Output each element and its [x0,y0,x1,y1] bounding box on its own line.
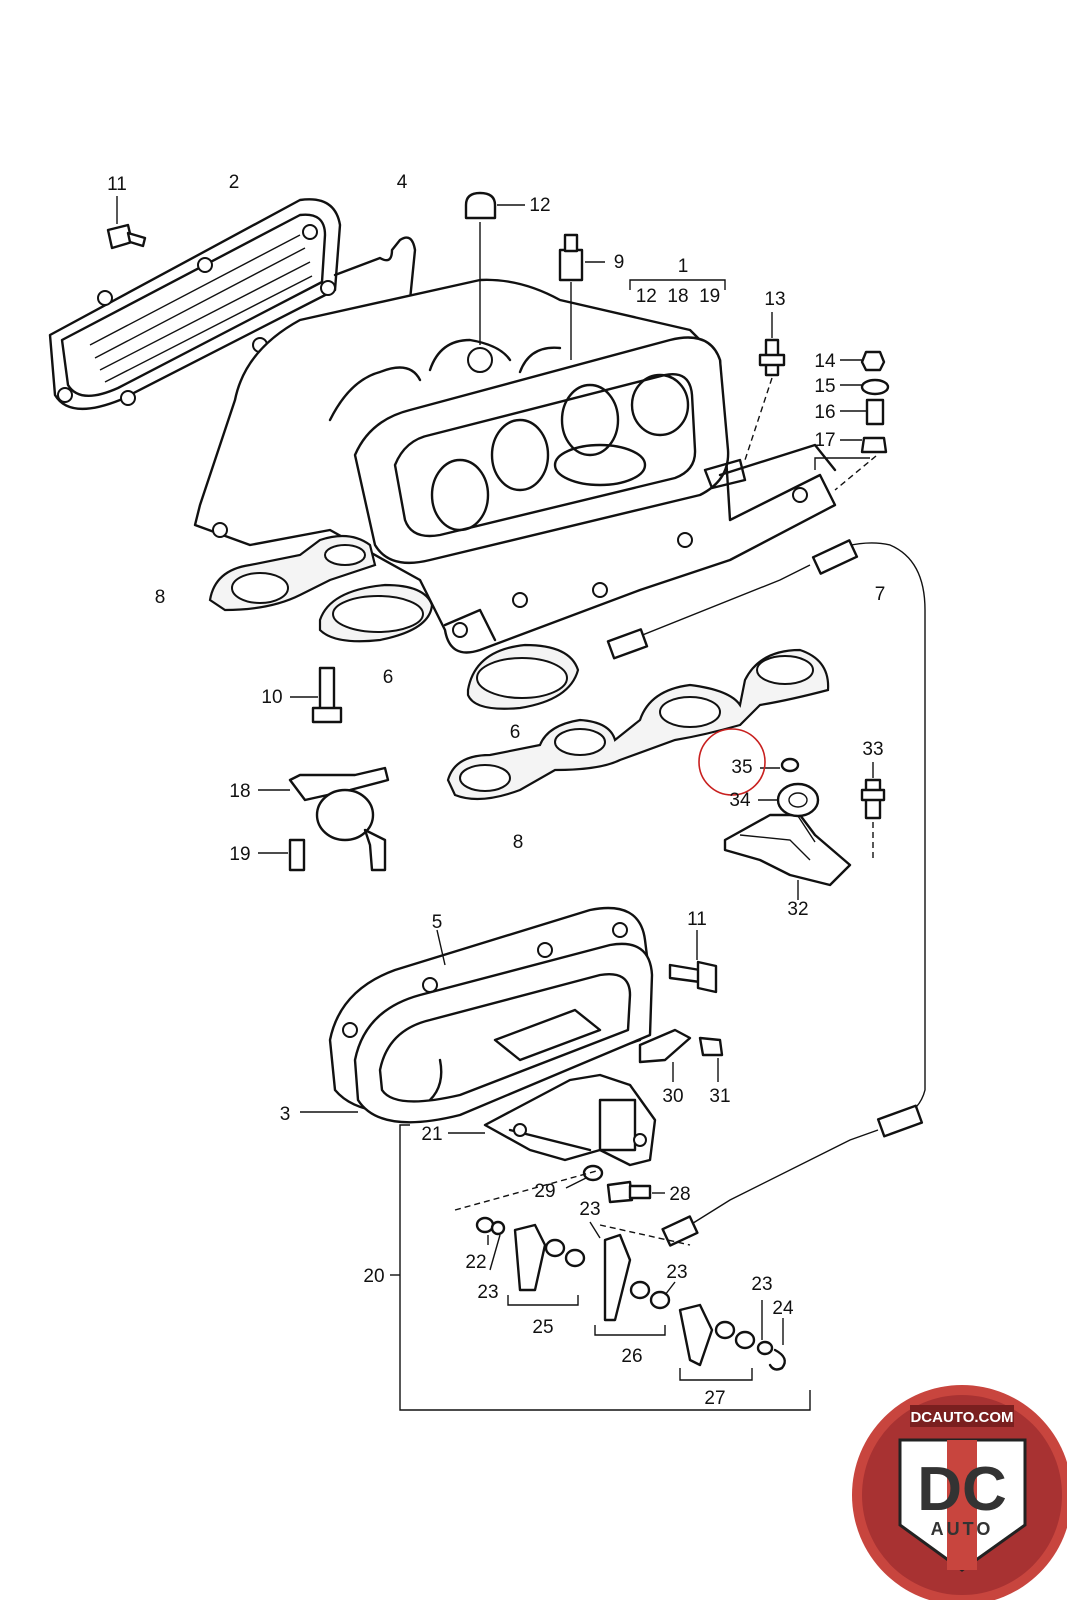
part-10-bolt [290,666,343,724]
linkage-assembly [454,1169,786,1381]
label-18: 18 [229,781,250,802]
part-11-bolt-upper [106,196,147,250]
part-2-upper-cover [48,198,342,411]
label-6-lower: 6 [510,722,521,743]
label-16: 16 [814,402,835,423]
label-26: 26 [621,1346,642,1367]
label-19: 19 [229,844,250,865]
label-6-upper: 6 [383,667,394,688]
part-20-bracket-outline [399,1124,811,1411]
part-18-vacuum-unit [258,766,390,872]
label-17: 17 [814,430,835,451]
label-12-18-19: 12 18 19 [636,286,721,307]
part-30-clip [638,1028,692,1082]
label-15: 15 [814,376,835,397]
part-4-cover-gasket [333,236,417,332]
label-30: 30 [662,1086,683,1107]
part-6-gasket-lower [466,643,580,710]
label-31: 31 [709,1086,730,1107]
label-7: 7 [875,584,886,605]
label-14: 14 [814,351,836,372]
part-11-bolt-lower [668,930,718,994]
logo-mark: DC [917,1455,1007,1524]
label-28: 28 [669,1184,690,1205]
part-6-gasket-upper [318,583,434,643]
label-25: 25 [532,1317,553,1338]
parts-14-17-fasteners [814,350,890,491]
part-33-bolt [860,762,886,860]
label-32: 32 [787,899,808,920]
label-8-upper: 8 [155,587,166,608]
part-12-cap [464,191,525,345]
label-33: 33 [862,739,883,760]
dcauto-logo: DCAUTO.COM DC AUTO [852,1385,1067,1600]
logo-word: AUTO [931,1519,994,1539]
part-32-bracket [723,813,852,900]
part-35-clip [760,757,800,773]
label-1: 1 [678,256,689,277]
highlight-circle [698,728,766,796]
part-8-gasket-lower [446,648,830,801]
label-9: 9 [614,252,625,273]
label-23-d: 23 [751,1274,772,1295]
label-21: 21 [421,1124,442,1145]
label-20: 20 [363,1266,384,1287]
label-23-a: 23 [477,1282,498,1303]
label-10: 10 [261,687,282,708]
part-19-screw [258,838,306,872]
label-23-c: 23 [666,1262,687,1283]
part-8-gasket-upper [208,534,377,612]
label-34: 34 [729,790,751,811]
part-3-lower-cover [300,942,654,1124]
logo-site-text: DCAUTO.COM [910,1409,1013,1426]
part-31-bolt [698,1036,724,1082]
label-24: 24 [772,1298,794,1319]
label-11-lower: 11 [687,909,707,930]
label-23-b: 23 [579,1199,600,1220]
label-4: 4 [397,172,408,193]
part-1-subparts-bracket [629,279,726,290]
label-35: 35 [731,757,752,778]
label-12: 12 [529,195,550,216]
label-13: 13 [764,289,785,310]
label-8-lower: 8 [513,832,524,853]
label-22: 22 [465,1252,486,1273]
label-2: 2 [229,172,240,193]
label-5: 5 [432,912,443,933]
part-number-labels: 1 12 18 19 2 3 4 5 6 6 7 8 8 9 10 11 11 … [107,172,885,1409]
label-27: 27 [704,1388,725,1409]
label-11-upper: 11 [107,174,127,195]
part-28-bolt [606,1180,665,1204]
part-7-throttle-cable [606,539,926,1247]
part-1-intake-manifold [193,278,837,654]
part-29-washer [565,1164,604,1189]
label-29: 29 [534,1181,555,1202]
part-13-stud [744,312,786,461]
part-34-pulley [758,782,820,843]
part-21-bracket [448,1073,657,1167]
part-9-temperature-sensor [558,233,605,360]
label-3: 3 [280,1104,291,1125]
